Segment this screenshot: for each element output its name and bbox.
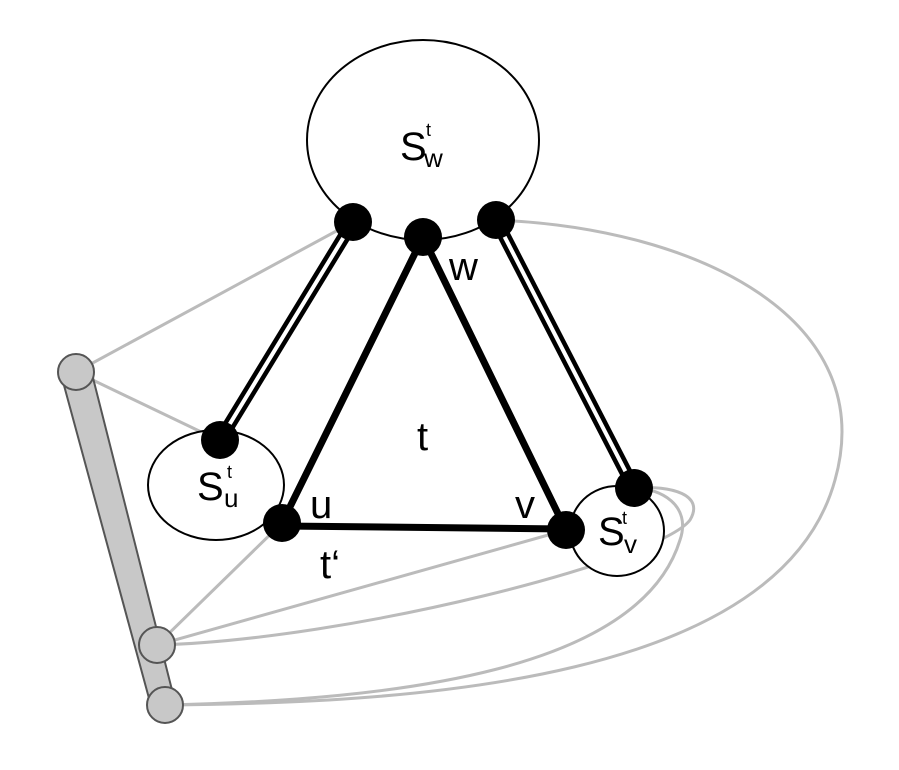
vertex-u: [263, 504, 301, 542]
triangle-t: [278, 233, 570, 534]
gray-vertex-b: [138, 626, 176, 664]
gray-vertex-a: [57, 353, 95, 391]
label-sv-sub: v: [624, 529, 637, 559]
double-edge-sw-su-inner: [218, 220, 355, 442]
gray-vertex-c: [146, 686, 184, 724]
label-vertex-u: u: [310, 483, 332, 527]
label-sv-sup: t: [622, 508, 627, 528]
label-su-sup: t: [227, 462, 232, 482]
black-vertices: [201, 201, 653, 549]
gray-edge-a-to-su: [75, 370, 219, 442]
label-triangle-t-prime: t‘: [320, 543, 340, 587]
vertex-su: [201, 421, 239, 459]
double-edge-sw-sv: [490, 217, 640, 491]
edge-w-u: [278, 233, 427, 527]
vertex-w: [404, 218, 442, 256]
vertex-sw-left: [334, 203, 372, 241]
label-vertex-v: v: [515, 483, 535, 527]
vertex-sw-right: [477, 201, 515, 239]
edge-w-v: [419, 233, 570, 534]
label-sv-base: S: [598, 510, 625, 554]
label-sw-sub: w: [423, 143, 443, 173]
label-set-sw: S t w: [400, 120, 443, 173]
label-triangle-t: t: [417, 415, 428, 459]
label-set-sv: S t v: [598, 508, 637, 559]
gray-cluster: [57, 353, 184, 724]
label-vertex-w: w: [448, 245, 478, 289]
label-sw-sup: t: [426, 120, 431, 140]
vertex-sv: [615, 469, 653, 507]
double-edge-sw-sv-inner: [494, 219, 636, 489]
gray-edge-a-to-sw: [75, 220, 354, 374]
gray-curve-c-to-sv: [164, 486, 684, 707]
vertex-v: [547, 511, 585, 549]
gray-edge-b-to-v: [156, 528, 567, 647]
edge-u-v: [278, 522, 570, 533]
label-sw-base: S: [400, 125, 427, 169]
label-su-sub: u: [224, 483, 238, 513]
label-su-base: S: [197, 465, 224, 509]
double-edge-sw-su: [214, 218, 359, 444]
gray-curve-c-to-sw: [164, 218, 844, 707]
gray-edge-b-to-u: [155, 521, 284, 647]
label-set-su: S t u: [197, 462, 238, 513]
